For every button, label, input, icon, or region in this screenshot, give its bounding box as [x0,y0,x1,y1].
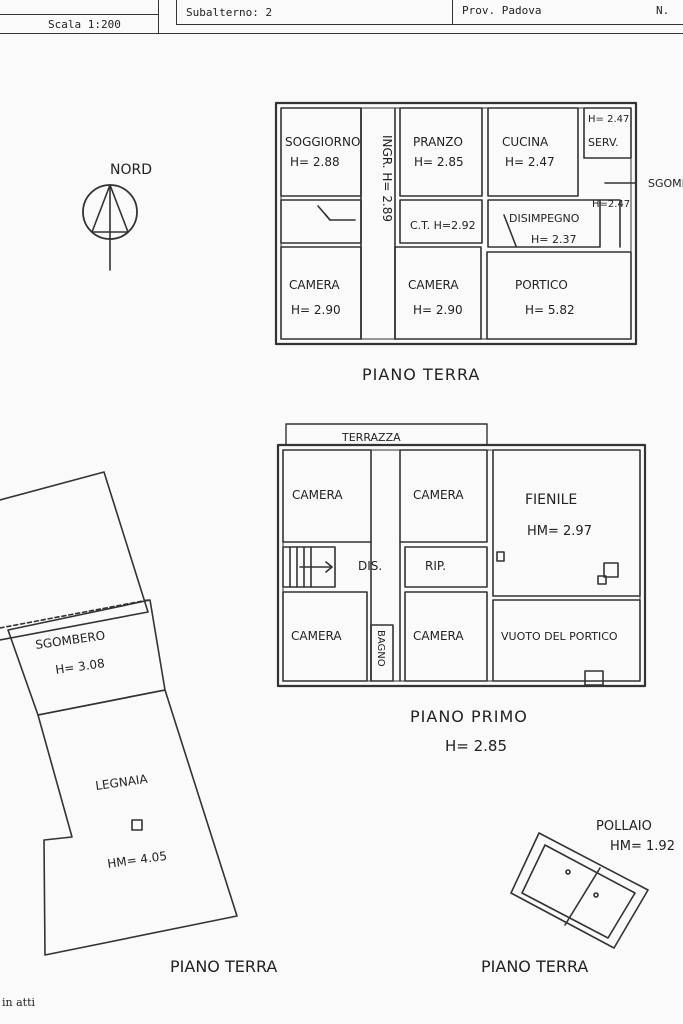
first-floor-height: H= 2.85 [445,737,507,755]
first-floor-title: PIANO PRIMO [410,707,528,726]
pollaio-label: POLLAIO [596,819,652,834]
room-height-serv2: H=2.47 [592,199,630,210]
room-label-dis: DIS. [358,559,382,573]
room-height-legnaia: HM= 4.05 [106,849,167,871]
header-divider [176,0,177,24]
pollaio-height: HM= 1.92 [610,839,675,854]
room-label-disimpegno: DISIMPEGNO [509,212,580,225]
room-label-camera: CAMERA [413,488,464,502]
room-label-cucina: CUCINA [502,135,549,149]
room-label-camera: CAMERA [289,278,340,292]
room-label-fienile: FIENILE [525,492,577,508]
room-height-cucina: H= 2.47 [505,155,555,169]
room-height-camera: H= 2.90 [291,303,341,317]
pollaio-title: PIANO TERRA [481,957,588,976]
room-label-pranzo: PRANZO [413,135,463,149]
ground-floor-title: PIANO TERRA [362,365,480,384]
room-label-soggiorno: SOGGIORNO [285,135,360,149]
first-floor-plan [276,423,647,688]
room-height-sgombero: H= 3.08 [54,656,105,677]
header-divider [158,0,159,34]
room-label-bagno: BAGNO [375,630,386,667]
room-label-sgomb: SGOMB [648,177,683,190]
room-label-camera: CAMERA [291,629,342,643]
room-label-serv: SERV. [588,136,619,149]
room-label-ingresso: INGR. H= 2.89 [380,135,394,222]
room-height-fienile: HM= 2.97 [527,524,592,539]
header-divider [452,0,453,24]
pollaio-plan [510,832,649,949]
header-divider [0,14,158,15]
header-bottom-rule [0,33,683,34]
room-label-ct: C.T. H=2.92 [410,219,476,232]
provincia-label: Prov. Padova [462,4,542,17]
room-label-camera: CAMERA [413,629,464,643]
room-height-disimpegno: H= 2.37 [531,233,576,246]
ground-floor-plan [274,101,638,346]
scale-label: Scala 1:200 [48,18,121,31]
room-height-serv: H= 2.47 [588,114,629,125]
room-height-portico: H= 5.82 [525,303,575,317]
north-arrow [82,184,138,271]
room-label-rip: RIP. [425,559,446,573]
room-height-soggiorno: H= 2.88 [290,155,340,169]
numero-label: N. [656,4,670,17]
room-label-camera: CAMERA [292,488,343,502]
north-label: NORD [110,162,152,178]
outbuilding-title: PIANO TERRA [170,957,277,976]
room-label-camera: CAMERA [408,278,459,292]
subalterno-label: Subalterno: 2 [186,6,273,19]
room-label-legnaia: LEGNAIA [94,772,149,793]
room-label-terrazza: TERRAZZA [341,431,401,444]
room-label-vuoto: VUOTO DEL PORTICO [501,630,618,643]
outbuilding-plan [0,471,238,956]
footer-note: in atti [2,996,36,1009]
header-table: Scala 1:200 Subalterno: 2 Prov. Padova N… [0,0,683,36]
room-label-portico: PORTICO [515,278,568,292]
room-height-camera: H= 2.90 [413,303,463,317]
header-divider [176,24,683,25]
room-height-pranzo: H= 2.85 [414,155,464,169]
